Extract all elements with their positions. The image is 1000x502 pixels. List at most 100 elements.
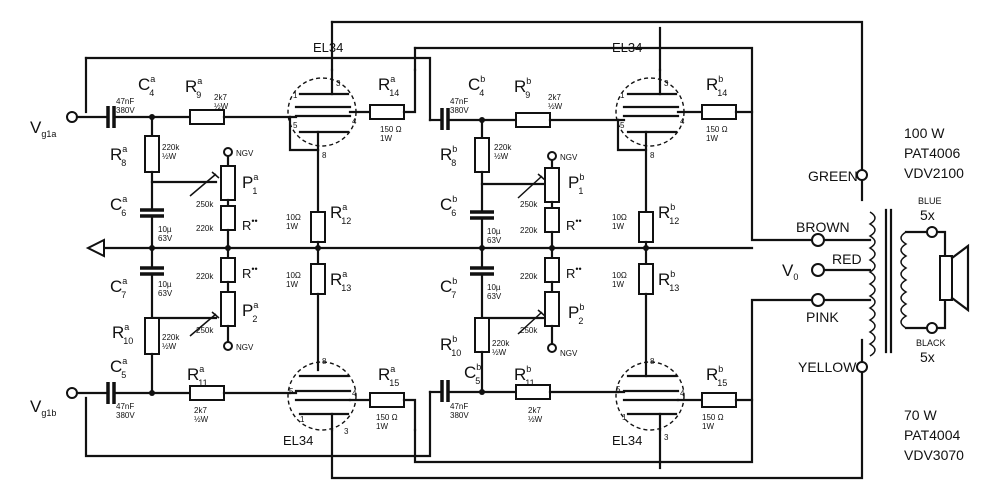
wire-label-black: BLACK xyxy=(916,338,946,348)
tube-EL34-b1 xyxy=(615,77,685,147)
resistor-R15b xyxy=(701,392,737,408)
pot-P1a xyxy=(220,165,236,201)
variant-100-model: PAT4006 xyxy=(904,145,961,161)
resistor-R14a xyxy=(369,104,405,120)
pin-a2-3: 3 xyxy=(344,427,349,436)
input-label-bottom: Vg1b xyxy=(30,397,56,418)
terminal-blue[interactable] xyxy=(926,226,938,238)
resistor-R12a xyxy=(310,211,326,243)
ground-arrow xyxy=(85,238,105,258)
input-label-top: Vg1a xyxy=(30,118,56,139)
resistor-R11a xyxy=(189,385,225,401)
secondary-count-blue: 5x xyxy=(920,207,935,223)
wire-label-blue: BLUE xyxy=(918,196,942,206)
input-terminal-bottom[interactable] xyxy=(66,387,78,399)
wire-label-yellow: YELLOW xyxy=(798,359,857,375)
value-Rstar-a-bot: 220k xyxy=(196,272,214,281)
tube-label-b1: EL34 xyxy=(612,40,642,55)
value-P1a: 250k xyxy=(196,200,214,209)
resistor-R8a xyxy=(144,135,160,173)
output-transformer xyxy=(822,168,970,374)
variant-100-power: 100 W xyxy=(904,125,945,141)
pin-a2-1: 1 xyxy=(300,415,305,424)
variant-100-code: VDV2100 xyxy=(904,165,964,181)
ref-Rstar-a-top: R•• xyxy=(242,216,258,233)
note-ngv-b-top: NGV xyxy=(560,153,578,162)
ref-Rstar-a-bot: R•• xyxy=(242,264,258,281)
pin-b2-8: 8 xyxy=(650,357,655,366)
resistor-R10a xyxy=(144,317,160,355)
note-ngv-a-top: NGV xyxy=(236,149,254,158)
input-terminal-top[interactable] xyxy=(66,111,78,123)
pin-b2-1: 1 xyxy=(622,413,627,422)
pin-a1-1: 1 xyxy=(293,91,298,100)
ref-Rstar-b-bot: R•• xyxy=(566,264,582,281)
wire-label-green: GREEN xyxy=(808,168,858,184)
note-ngv-b-bot: NGV xyxy=(560,349,578,358)
wire-label-brown: BROWN xyxy=(796,219,850,235)
pot-P2b xyxy=(544,291,560,327)
resistor-R12b xyxy=(638,211,654,243)
terminal-green[interactable] xyxy=(856,169,868,181)
loudspeaker xyxy=(939,255,953,301)
tube-EL34-b2 xyxy=(615,361,685,431)
secondary-count-black: 5x xyxy=(920,349,935,365)
pin-b2-4: 4 xyxy=(680,389,685,398)
resistor-Rstar-b-top xyxy=(544,207,560,233)
note-ngv-a-bot: NGV xyxy=(236,343,254,352)
tube-label-b2: EL34 xyxy=(612,433,642,448)
resistor-R13a xyxy=(310,263,326,295)
tube-EL34-a1 xyxy=(287,77,357,147)
resistor-R8b xyxy=(474,137,490,173)
junction-dots xyxy=(149,114,649,396)
resistor-Rstar-a-bot xyxy=(220,257,236,283)
resistor-R14b xyxy=(701,104,737,120)
terminal-pink[interactable] xyxy=(811,293,825,307)
resistor-Rstar-b-bot xyxy=(544,257,560,283)
resistor-Rstar-a-top xyxy=(220,205,236,231)
terminal-red[interactable] xyxy=(811,263,825,277)
pot-P2a xyxy=(220,291,236,327)
value-P2a: 250k xyxy=(196,326,214,335)
terminal-yellow[interactable] xyxy=(856,361,868,373)
pin-b1-8: 8 xyxy=(650,151,655,160)
terminal-black[interactable] xyxy=(926,322,938,334)
terminal-brown[interactable] xyxy=(811,233,825,247)
pin-b2-5: 5 xyxy=(616,385,621,394)
wire-label-pink: PINK xyxy=(806,309,839,325)
pin-a2-4: 4 xyxy=(352,389,357,398)
tube-label-a2: EL34 xyxy=(283,433,313,448)
